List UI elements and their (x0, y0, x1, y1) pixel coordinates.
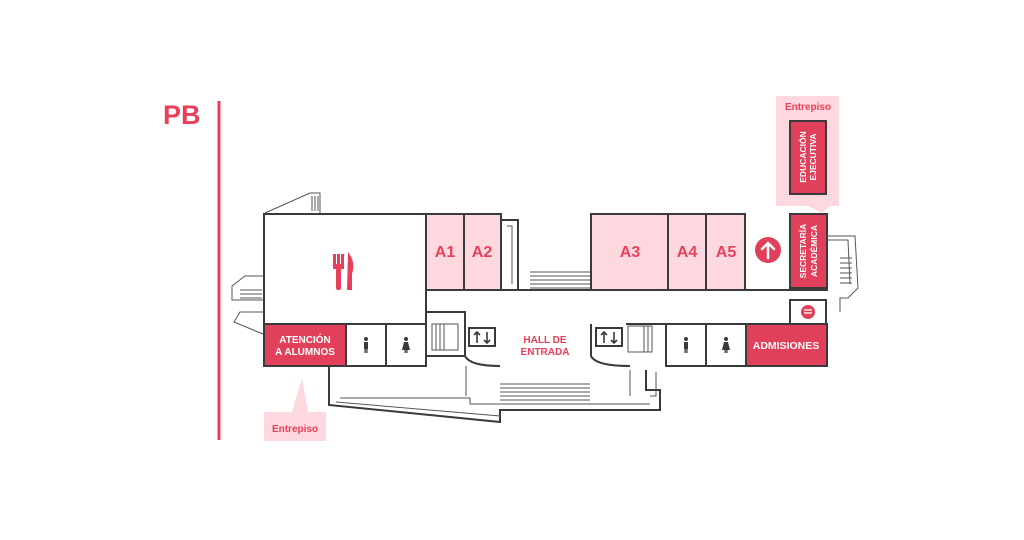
room-a5-label: A5 (716, 244, 737, 261)
left-top-stairs (264, 192, 321, 214)
secretaria-academica-label-2: ACADÉMICA (809, 225, 819, 277)
restaurant-icon (333, 252, 354, 290)
educacion-ejecutiva-label-2: EJECUTIVA (808, 133, 818, 180)
room-a5[interactable] (705, 213, 746, 291)
entrepiso-top-label: Entrepiso (785, 102, 831, 113)
entrepiso-bottom-callout: Entrepiso (264, 378, 326, 441)
room-a2-label: A2 (472, 244, 493, 261)
elevator-icon[interactable] (595, 327, 623, 347)
up-arrow-icon[interactable] (755, 237, 781, 263)
secretaria-academica-label-1: SECRETARÍA (798, 224, 808, 279)
cafeteria-room[interactable] (263, 213, 427, 325)
room-a4[interactable] (667, 213, 707, 291)
floor-code: PB (163, 100, 201, 130)
elevator-icon[interactable] (468, 327, 496, 347)
room-a4-label: A4 (677, 244, 698, 261)
left-side-stairs (231, 275, 264, 335)
educacion-ejecutiva-room[interactable] (789, 120, 827, 195)
info-chat-icon (801, 305, 815, 319)
restroom-icon (722, 337, 730, 353)
hall-entrada-label-1: HALL DE (523, 335, 566, 346)
admisiones-label: ADMISIONES (753, 340, 820, 352)
admisiones-room[interactable] (745, 323, 828, 367)
hall-entrada-label-2: ENTRADA (521, 347, 570, 358)
room-a1[interactable] (425, 213, 465, 291)
secretaria-academica-room[interactable] (789, 213, 828, 289)
atencion-alumnos-label-1: ATENCIÓN (279, 333, 330, 346)
room-a1-label: A1 (435, 244, 456, 261)
restroom-icon (402, 337, 410, 353)
corridor-shaft (501, 219, 590, 291)
left-core (426, 311, 501, 367)
entrance-outline (328, 366, 661, 424)
room-a3[interactable] (590, 213, 669, 291)
atencion-alumnos-label-2: A ALUMNOS (275, 347, 335, 358)
restroom-icon (684, 337, 688, 353)
room-a3-label: A3 (620, 244, 641, 261)
entrepiso-bottom-label: Entrepiso (272, 424, 318, 435)
educacion-ejecutiva-label-1: EDUCACIÓN (797, 131, 808, 182)
right-side-stairs (827, 235, 859, 312)
room-a2[interactable] (463, 213, 502, 291)
restroom-icon (364, 337, 368, 353)
atencion-alumnos-room[interactable] (263, 323, 347, 367)
